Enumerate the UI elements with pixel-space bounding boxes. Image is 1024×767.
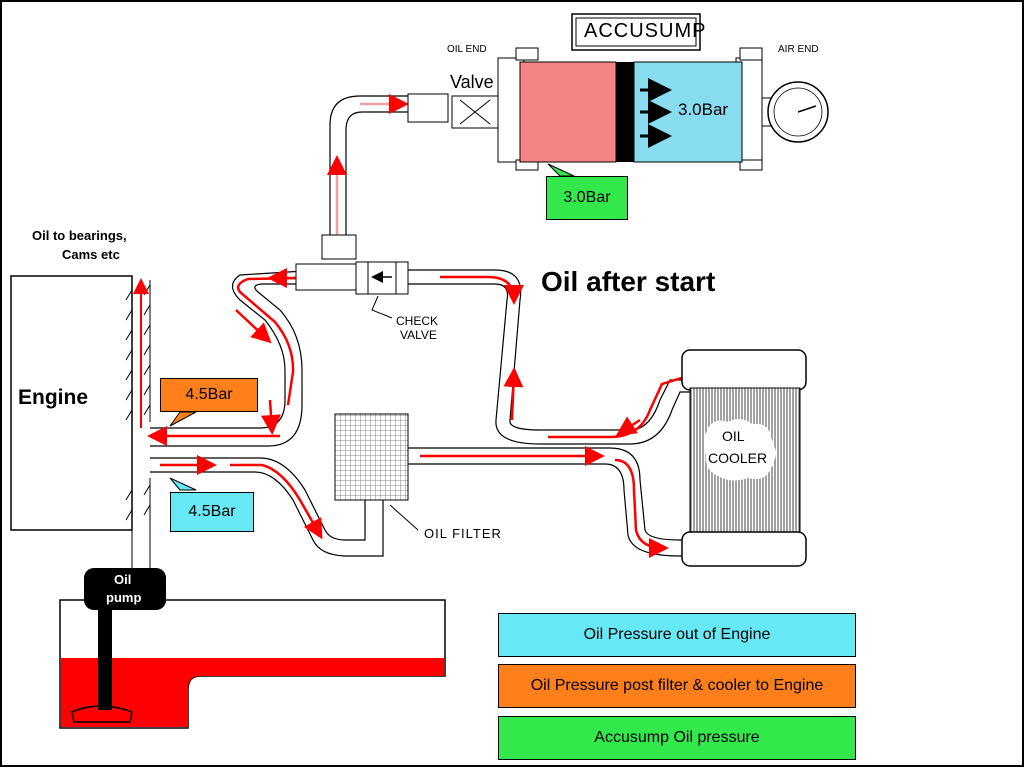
out-pressure-callout: 4.5Bar [170, 492, 254, 532]
bearings-note-line2: Cams etc [62, 247, 120, 262]
pump-pickup-tube [98, 606, 112, 710]
check-valve-leader [371, 295, 393, 319]
accusump-oil-chamber [519, 61, 617, 163]
accusump-valve [407, 93, 499, 129]
air-end-label: AIR END [778, 44, 819, 55]
oil-pump-label-line2: pump [106, 590, 142, 605]
pump-pickup [71, 705, 133, 723]
accusump-piston [616, 62, 634, 162]
accusump-label: ACCUSUMP [584, 20, 707, 42]
oil-filter-label: OIL FILTER [424, 526, 502, 541]
oil-pump-label-line1: Oil [114, 572, 132, 587]
engine-hatch-marks [125, 284, 151, 521]
oil-pump-box [84, 568, 166, 610]
pressure-gauge [761, 81, 829, 143]
oil-end-label: OIL END [447, 44, 487, 55]
oil-filter-leader [389, 504, 419, 531]
engine-label: Engine [18, 386, 89, 409]
orange-callout-tail [169, 411, 197, 427]
engine-wall-hatch [131, 278, 151, 530]
accusump-body [497, 47, 763, 171]
engine-block [10, 275, 133, 531]
valve-label: Valve [450, 72, 494, 92]
legend-item-post-filter: Oil Pressure post filter & cooler to Eng… [498, 664, 856, 708]
check-valve-label-line2: VALVE [400, 328, 437, 342]
tee-fitting [321, 234, 357, 260]
green-callout-tail [547, 163, 575, 177]
check-valve-label-line1: CHECK [396, 314, 439, 328]
oil-filter [334, 413, 409, 501]
accusump-pressure-callout: 3.0Bar [546, 176, 628, 220]
check-valve-body [355, 261, 409, 295]
oil-cooler-body [681, 349, 807, 567]
legend-item-engine-out: Oil Pressure out of Engine [498, 613, 856, 657]
flow-arrows [147, 94, 689, 558]
cyan-callout-tail [169, 477, 197, 491]
oil-cooler-label-line2: COOLER [708, 450, 768, 466]
bearings-note-line1: Oil to bearings, [32, 228, 127, 243]
oil-cooler-label-line1: OIL [722, 428, 745, 444]
air-pressure-label: 3.0Bar [678, 100, 729, 119]
diagram-title: Oil after start [541, 266, 716, 297]
legend-item-accusump: Accusump Oil pressure [498, 716, 856, 760]
sump-oil [61, 658, 444, 727]
return-pressure-callout: 4.5Bar [160, 378, 258, 412]
